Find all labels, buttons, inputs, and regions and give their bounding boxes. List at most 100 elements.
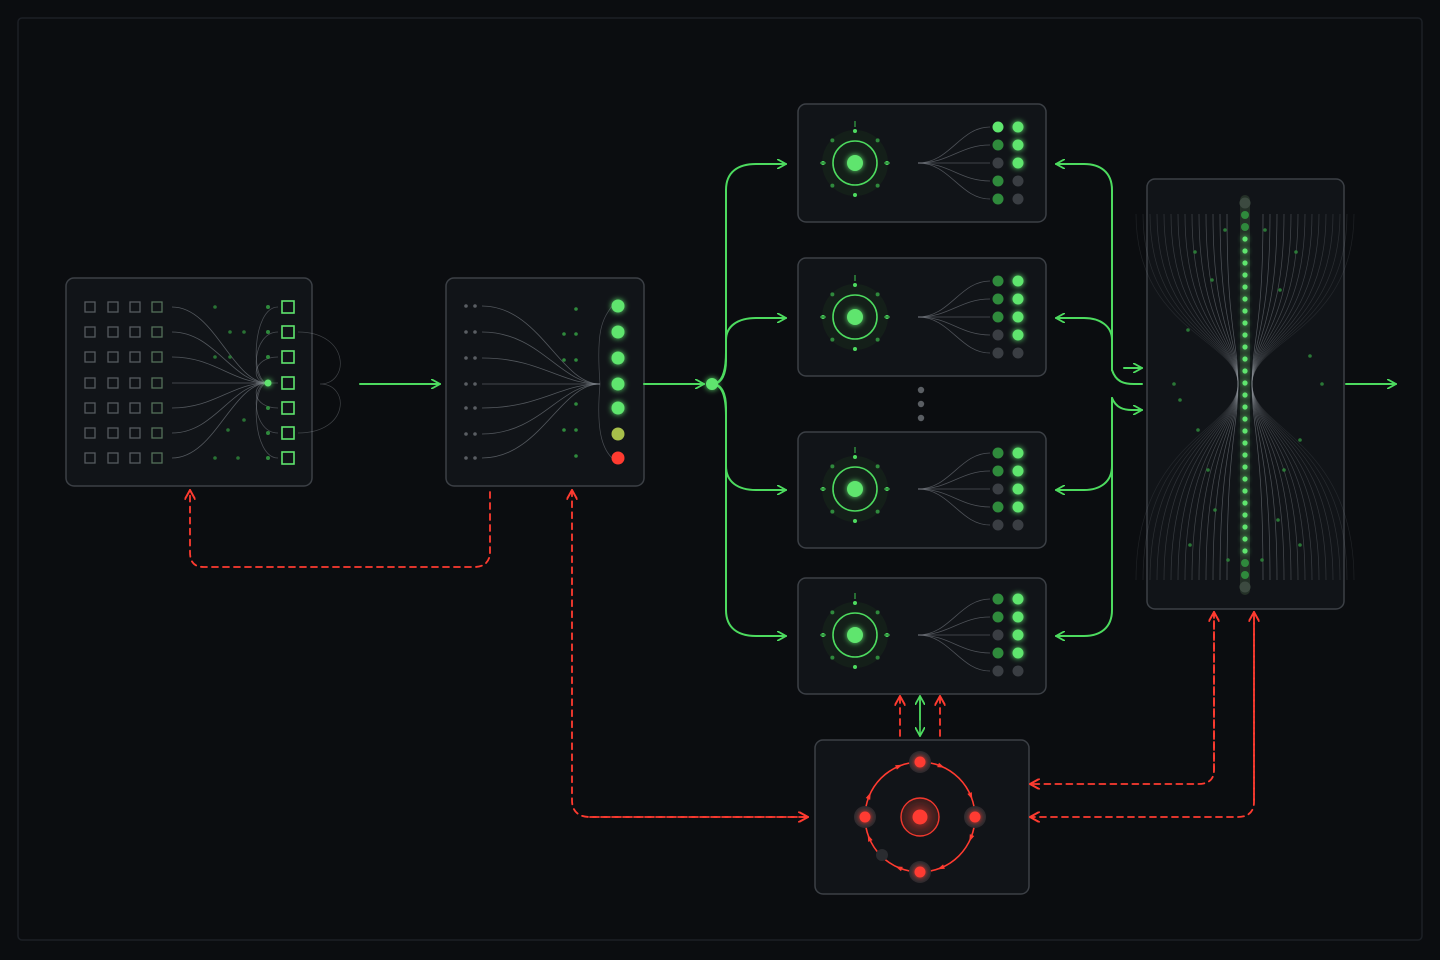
- small-dot: [236, 456, 240, 460]
- fiber-line: [917, 488, 991, 526]
- output-node: [992, 293, 1004, 305]
- route-to-expert-2: [711, 318, 787, 385]
- output-square-icon: [281, 426, 295, 440]
- output-node: [992, 139, 1004, 151]
- output-node: [992, 501, 1004, 513]
- merge-fiber: [1191, 213, 1239, 581]
- orbit-dot: [830, 337, 835, 342]
- orbit-dot: [875, 610, 880, 615]
- output-node: [1012, 139, 1024, 151]
- output-node: [1012, 175, 1024, 187]
- merge-node: [1242, 392, 1248, 398]
- merge-node: [1242, 464, 1248, 470]
- merge-node: [1242, 404, 1248, 410]
- fiber-line: [481, 383, 601, 409]
- output-node: [611, 451, 625, 465]
- orbit-dot: [875, 509, 880, 514]
- orbit-dot: [875, 337, 880, 342]
- output-node: [992, 157, 1004, 169]
- orbit-arrowhead: [937, 864, 945, 870]
- expert-core: [847, 155, 863, 171]
- input-cell: [151, 427, 163, 439]
- expert-ring: [832, 294, 878, 340]
- merge-fiber: [1251, 213, 1285, 581]
- merge-fiber: [1251, 213, 1299, 581]
- merge-dot: [1223, 228, 1227, 232]
- merge-column-icon: [1135, 195, 1355, 595]
- orbit-dot: [853, 347, 857, 351]
- output-node: [992, 311, 1004, 323]
- output-square-icon: [281, 376, 295, 390]
- merge-arrow-lower: [1111, 397, 1143, 410]
- expert-ring: [832, 140, 878, 186]
- merge-fiber: [1156, 213, 1239, 581]
- input-cell: [84, 351, 96, 363]
- output-node: [1012, 157, 1024, 169]
- input-cell: [84, 377, 96, 389]
- output-node: [1012, 121, 1024, 133]
- small-dot: [266, 431, 270, 435]
- fiber-line: [171, 331, 269, 384]
- ellipsis-dot: [917, 400, 925, 408]
- output-node: [992, 665, 1004, 677]
- merge-fiber: [1142, 213, 1239, 581]
- output-node: [1012, 447, 1024, 459]
- orbit-dot: [853, 455, 857, 459]
- small-dot: [562, 358, 566, 362]
- input-cell: [129, 377, 141, 389]
- merge-node: [1242, 536, 1248, 542]
- route-to-expert-3: [711, 383, 787, 490]
- output-node: [1012, 275, 1024, 287]
- merge-dot: [1193, 250, 1197, 254]
- merge-node: [1242, 512, 1248, 518]
- merge-node: [1242, 548, 1248, 554]
- input-dot: [464, 382, 468, 386]
- merge-dot: [1210, 278, 1214, 282]
- fiber-line: [917, 162, 991, 200]
- output-node: [992, 121, 1004, 133]
- merge-fiber: [1251, 213, 1348, 581]
- small-dot: [266, 330, 270, 334]
- small-dot: [562, 428, 566, 432]
- orbit-dot: [853, 193, 857, 197]
- output-node: [992, 175, 1004, 187]
- fiber-line: [917, 144, 991, 164]
- orbit-dot: [853, 129, 857, 133]
- output-node: [611, 325, 625, 339]
- input-cell: [151, 377, 163, 389]
- small-dot: [242, 418, 246, 422]
- output-node: [611, 377, 625, 391]
- expert-4-to-merge: [1055, 397, 1113, 636]
- output-node: [1012, 665, 1024, 677]
- merge-node: [1242, 476, 1248, 482]
- input-cell: [107, 326, 119, 338]
- merge-dot: [1298, 438, 1302, 442]
- route-to-expert-1: [711, 164, 787, 385]
- merge-node: [1242, 452, 1248, 458]
- output-square-icon: [281, 451, 295, 465]
- input-dot: [473, 304, 477, 308]
- expert-ring: [832, 466, 878, 512]
- expert-ring: [832, 612, 878, 658]
- merge-fiber: [1170, 213, 1239, 581]
- output-square-icon: [281, 350, 295, 364]
- output-node: [1012, 593, 1024, 605]
- input-dot: [473, 432, 477, 436]
- merge-node: [1242, 380, 1248, 386]
- merge-dot: [1186, 328, 1190, 332]
- merge-fiber: [1251, 213, 1355, 581]
- input-dot: [464, 304, 468, 308]
- fiber-line: [171, 382, 269, 434]
- fiber-line: [255, 306, 279, 384]
- output-node: [992, 519, 1004, 531]
- expert-core: [847, 309, 863, 325]
- merge-fiber: [1251, 213, 1306, 581]
- orbit-dot: [875, 292, 880, 297]
- output-node: [992, 193, 1004, 205]
- small-dot: [266, 406, 270, 410]
- merge-fiber: [1177, 213, 1239, 581]
- fiber-line: [481, 383, 601, 459]
- input-cell: [107, 402, 119, 414]
- merge-dot: [1282, 468, 1286, 472]
- output-square-icon: [281, 325, 295, 339]
